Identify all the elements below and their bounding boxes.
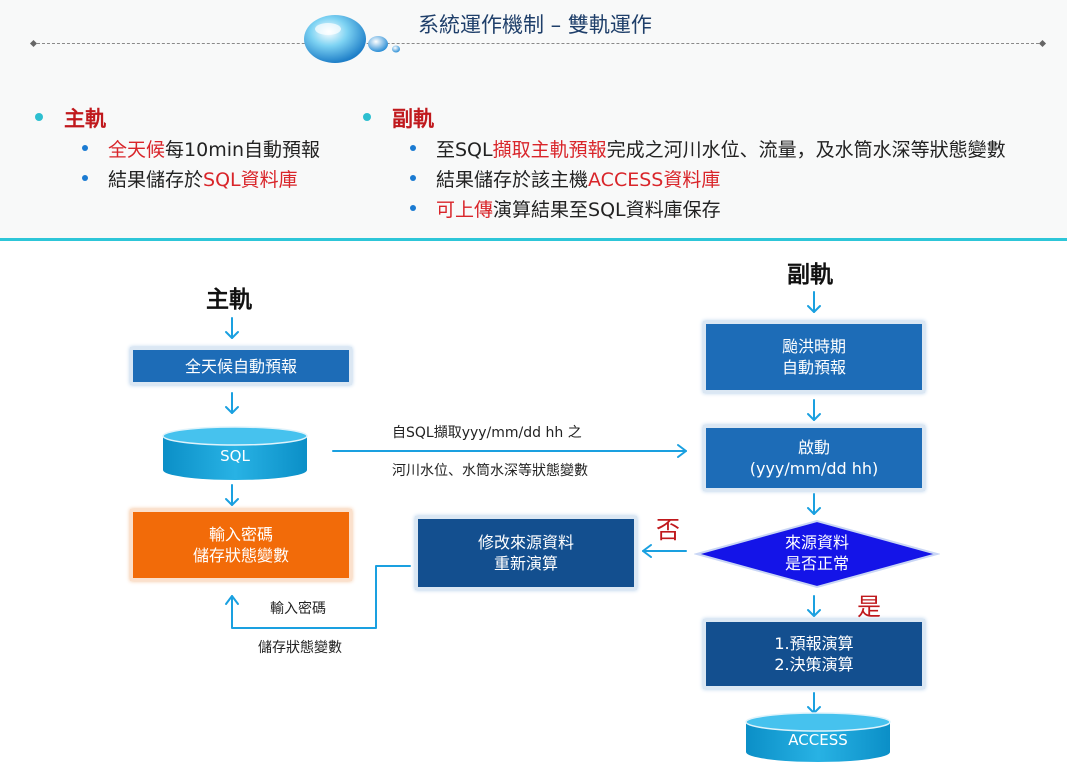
decision-label: 來源資料 是否正常: [694, 532, 940, 574]
sub-track-item-2: 結果儲存於該主機ACCESS資料庫: [436, 169, 721, 191]
main-track-heading: 主軌: [64, 107, 106, 131]
access-database-label: ACCESS: [788, 731, 848, 749]
start-line2: (yyy/mm/dd hh): [749, 459, 879, 478]
yes-label: 是: [857, 593, 881, 621]
flow-sub-label: 副軌: [787, 262, 833, 288]
start-box: 啟動 (yyy/mm/dd hh): [703, 425, 925, 491]
modify-source-box: 修改來源資料 重新演算: [415, 516, 637, 590]
main-track-item-2: 結果儲存於SQL資料庫: [108, 169, 298, 191]
input-password-box: 輸入密碼 儲存狀態變數: [130, 509, 352, 581]
typhoon-forecast-line1: 颱洪時期: [781, 337, 846, 356]
sql-database-cylinder: [162, 426, 308, 480]
calculation-box: 1.預報演算 2.決策演算: [703, 619, 925, 689]
no-label: 否: [656, 516, 680, 544]
header-dashed-line: [32, 43, 1044, 44]
arrow-label-bottom: 河川水位、水筒水深等狀態變數: [392, 463, 588, 479]
decision-line2: 是否正常: [784, 554, 849, 573]
start-line1: 啟動: [797, 438, 830, 457]
sub-track-item-3: 可上傳演算結果至SQL資料庫保存: [436, 199, 721, 221]
return-label-password: 輸入密碼: [270, 601, 326, 617]
decision-line1: 來源資料: [784, 533, 849, 552]
bullet-dot: [410, 205, 416, 211]
input-password-line2: 儲存狀態變數: [192, 546, 289, 565]
all-weather-forecast-label: 全天候自動預報: [184, 356, 297, 376]
flow-main-label: 主軌: [206, 287, 252, 313]
return-label-save: 儲存狀態變數: [258, 640, 342, 656]
sql-database-label: SQL: [220, 447, 250, 465]
calculation-line1: 1.預報演算: [774, 634, 854, 653]
source-check-decision: [694, 519, 940, 589]
main-track-item-1: 全天候每10min自動預報: [108, 139, 321, 161]
typhoon-forecast-box: 颱洪時期 自動預報: [703, 321, 925, 393]
sub-track-item-1: 至SQL擷取主軌預報完成之河川水位、流量，及水筒水深等狀態變數: [436, 139, 1006, 161]
bullet-dot: [82, 145, 88, 151]
access-database-cylinder: [745, 712, 891, 762]
header-area: [0, 0, 1067, 240]
calculation-line2: 2.決策演算: [774, 655, 854, 674]
input-password-line1: 輸入密碼: [208, 525, 273, 544]
modify-source-line1: 修改來源資料: [477, 533, 574, 552]
typhoon-forecast-line2: 自動預報: [781, 358, 846, 377]
sub-track-heading: 副軌: [392, 107, 434, 131]
section-divider: [0, 238, 1067, 241]
speech-bubble-icon: [304, 15, 400, 63]
bullet-dot: [363, 113, 371, 121]
all-weather-forecast-box: 全天候自動預報: [130, 347, 352, 385]
bullet-dot: [35, 113, 43, 121]
arrow-label-top: 自SQL擷取yyy/mm/dd hh 之: [392, 425, 582, 441]
bullet-dot: [410, 145, 416, 151]
bullet-dot: [82, 175, 88, 181]
bullet-dot: [410, 175, 416, 181]
page-title: 系統運作機制 – 雙軌運作: [418, 13, 652, 37]
modify-source-line2: 重新演算: [493, 554, 558, 573]
